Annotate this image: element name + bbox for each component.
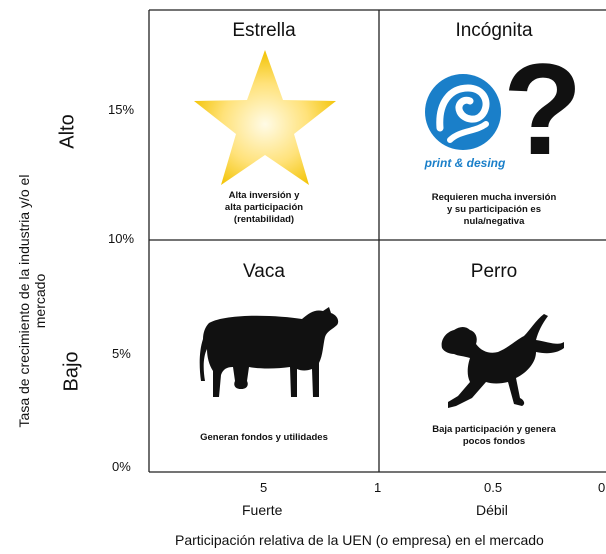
quadrant-title-cow: Vaca (243, 261, 285, 282)
star-icon (194, 50, 336, 185)
y-tick-5: 5% (112, 346, 131, 361)
quadrant-desc-unknown: Requieren mucha inversión y su participa… (379, 192, 606, 228)
quadrant-desc-cow: Generan fondos y utilidades (200, 432, 328, 443)
unknown-desc-line1: Requieren mucha inversión (431, 192, 557, 203)
x-label-strong: Fuerte (242, 502, 283, 518)
y-tick-15: 15% (108, 102, 135, 117)
star-desc-line3: (rentabilidad) (233, 213, 295, 225)
x-label-weak: Débil (476, 502, 508, 518)
print-desing-logo: print & desing (424, 74, 506, 170)
y-tick-0: 0% (112, 459, 131, 474)
quadrant-title-star: Estrella (232, 20, 296, 41)
question-mark-icon: ? (503, 36, 583, 182)
x-tick-0: 0 (598, 480, 606, 495)
star-desc-line1: Alta inversión y (228, 190, 300, 201)
x-tick-5: 5 (260, 480, 268, 495)
dog-desc-line1: Baja participación y genera (432, 424, 556, 435)
unknown-desc-line3: nula/negativa (463, 215, 525, 227)
unknown-desc-line2: y su participación es (447, 203, 541, 215)
x-axis-label: Participación relativa de la UEN (o empr… (175, 532, 544, 548)
dog-desc-line2: pocos fondos (462, 435, 526, 447)
dog-icon (441, 314, 564, 408)
cow-icon (199, 307, 339, 397)
x-tick-1: 1 (374, 480, 382, 495)
x-tick-0-5: 0.5 (484, 480, 503, 495)
quadrant-title-dog: Perro (470, 261, 518, 282)
logo-text: print & desing (424, 156, 506, 170)
star-desc-line2: alta participación (224, 201, 304, 213)
quadrant-desc-star: Alta inversión y alta participación (ren… (149, 190, 379, 226)
y-tick-10: 10% (108, 231, 135, 246)
quadrant-title-unknown: Incógnita (455, 20, 533, 41)
quadrant-desc-dog: Baja participación y genera pocos fondos (379, 424, 606, 448)
